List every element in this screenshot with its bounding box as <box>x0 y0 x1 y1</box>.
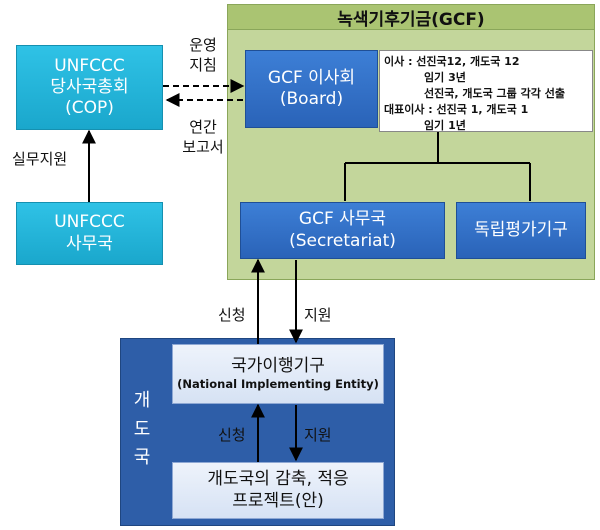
guidance-label-line1: 운영 <box>189 36 217 54</box>
cop-line1: UNFCCC <box>54 55 125 76</box>
cop-line2: 당사국총회 <box>50 76 129 97</box>
project-box: 개도국의 감축, 적응 프로젝트(안) <box>172 462 384 519</box>
support-label-lower: 지원 <box>304 426 332 444</box>
nie-box: 국가이행기구 (National Implementing Entity) <box>172 344 384 404</box>
board-note-row: 임기 3년 <box>424 70 466 84</box>
gcf-secretariat-line2: (Secretariat) <box>289 230 396 251</box>
report-label-line1: 연간 <box>189 118 217 136</box>
developing-country-label: 개 도 국 <box>122 380 162 480</box>
gcf-secretariat-box: GCF 사무국 (Secretariat) <box>240 202 445 259</box>
nie-line2: (National Implementing Entity) <box>177 377 379 392</box>
gcf-secretariat-line1: GCF 사무국 <box>298 209 387 230</box>
report-label: 연간 보고서 <box>178 118 228 157</box>
apply-label-upper: 신청 <box>218 306 246 324</box>
project-line1: 개도국의 감축, 적응 <box>207 469 349 490</box>
guidance-label: 운영 지침 <box>183 36 223 75</box>
board-box: GCF 이사회 (Board) <box>245 50 378 128</box>
project-line2: 프로젝트(안) <box>232 490 324 511</box>
developing-char-2: 도 <box>133 418 151 440</box>
unfccc-secretariat-line2: 사무국 <box>66 233 113 254</box>
developing-char-3: 국 <box>133 447 151 469</box>
board-note-row: 선진국, 개도국 그룹 각각 선출 <box>424 86 565 100</box>
apply-label-lower: 신청 <box>218 426 246 444</box>
board-line2: (Board) <box>279 89 344 109</box>
gcf-title-text: 녹색기후기금(GCF) <box>337 9 485 30</box>
support-label-upper: 지원 <box>304 306 332 324</box>
board-note-row: 임기 1년 <box>424 118 466 132</box>
developing-char-1: 개 <box>133 389 151 411</box>
cop-line3: (COP) <box>65 98 114 119</box>
gcf-title: 녹색기후기금(GCF) <box>228 5 594 30</box>
board-note-row: 이사 : 선진국12, 개도국 12 <box>384 55 520 68</box>
independent-eval-box: 독립평가기구 <box>456 202 586 259</box>
cop-box: UNFCCC 당사국총회 (COP) <box>16 45 163 130</box>
board-note-row: 대표이사 : 선진국 1, 개도국 1 <box>384 102 529 116</box>
unfccc-secretariat-box: UNFCCC 사무국 <box>16 202 163 265</box>
unfccc-secretariat-line1: UNFCCC <box>54 212 125 233</box>
guidance-label-line2: 지침 <box>189 55 217 74</box>
report-label-line2: 보고서 <box>182 137 224 156</box>
board-line1: GCF 이사회 <box>267 67 356 88</box>
working-support-label: 실무지원 <box>12 150 68 168</box>
independent-eval-label: 독립평가기구 <box>474 219 568 240</box>
board-note: 이사 : 선진국12, 개도국 12 임기 3년 선진국, 개도국 그룹 각각 … <box>379 50 593 132</box>
nie-line1: 국가이행기구 <box>231 356 325 377</box>
